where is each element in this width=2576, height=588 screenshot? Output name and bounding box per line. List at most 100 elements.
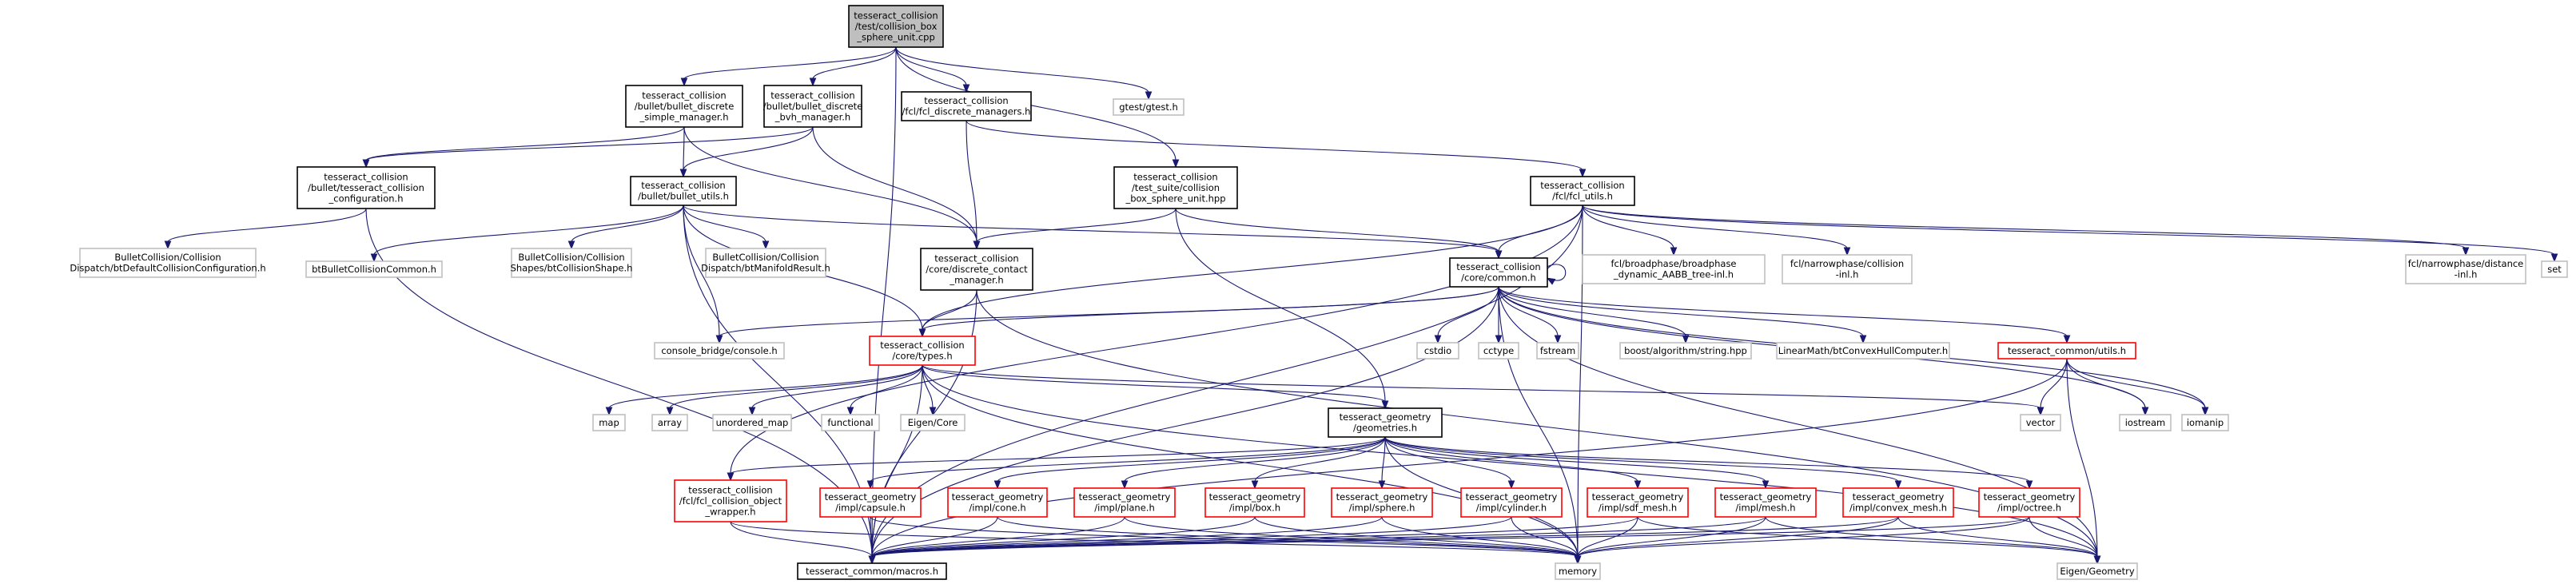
edge-line <box>1577 516 1638 558</box>
node-map[interactable]: map <box>592 414 626 431</box>
node-tesseract-geometry-impl-mesh-h[interactable]: tesseract_geometry/impl/mesh.h <box>1714 487 1817 518</box>
node-console-bridge-console-h[interactable]: console_bridge/console.h <box>654 342 785 360</box>
node-label-line: tesseract_collision <box>880 340 964 351</box>
edge-line <box>1384 436 1766 483</box>
edge-arrowhead <box>1546 277 1556 285</box>
node-gtest-gtest-h[interactable]: gtest/gtest.h <box>1113 98 1184 116</box>
edge-line <box>719 286 1499 337</box>
node-functional[interactable]: functional <box>821 414 880 431</box>
edge-arrowhead <box>1495 335 1503 344</box>
edge-arrowhead <box>2141 407 2149 416</box>
node-cstdio[interactable]: cstdio <box>1416 342 1459 360</box>
edge-arrowhead <box>1634 480 1642 490</box>
edge-arrowhead <box>715 335 723 344</box>
node-tesseract-collision-bullet-bullet-discrete-bvh-manager-h[interactable]: tesseract_collision/bullet/bullet_discre… <box>763 85 863 128</box>
node-tesseract-geometry-impl-sphere-h[interactable]: tesseract_geometry/impl/sphere.h <box>1331 487 1433 518</box>
node-tesseract-common-macros-h[interactable]: tesseract_common/macros.h <box>797 562 947 580</box>
node-fstream[interactable]: fstream <box>1536 342 1579 360</box>
edge-line <box>871 516 1256 558</box>
node-bulletcollision-collisiondispatch-btmanifoldresult-h[interactable]: BulletCollision/CollisionDispatch/btMani… <box>701 248 830 278</box>
node-tesseract-collision-core-types-h[interactable]: tesseract_collision/core/types.h <box>869 336 976 366</box>
node-fcl-broadphase-broadphase-dynamic-aabb-tree-inl-h[interactable]: fcl/broadphase/broadphase_dynamic_AABB_t… <box>1582 254 1766 284</box>
node-label-line: /fcl/fcl_utils.h <box>1552 191 1613 202</box>
edge-line <box>683 126 814 171</box>
node-unordered-map[interactable]: unordered_map <box>712 414 792 431</box>
node-tesseract-geometry-impl-cylinder-h[interactable]: tesseract_geometry/impl/cylinder.h <box>1460 487 1563 518</box>
node-tesseract-collision-fcl-fcl-collision-object-wrapper-h[interactable]: tesseract_collision/fcl/fcl_collision_ob… <box>674 479 787 522</box>
node-vector[interactable]: vector <box>2020 414 2061 431</box>
edge-line <box>365 126 685 161</box>
node-boost-algorithm-string-hpp[interactable]: boost/algorithm/string.hpp <box>1619 342 1752 360</box>
node-tesseract-geometry-impl-sdf-mesh-h[interactable]: tesseract_geometry/impl/sdf_mesh.h <box>1587 487 1689 518</box>
edge-line <box>812 126 977 243</box>
node-tesseract-geometry-impl-plane-h[interactable]: tesseract_geometry/impl/plane.h <box>1073 487 1176 518</box>
node-box <box>1555 562 1601 580</box>
node-label-line: /test/collision_box <box>855 21 938 32</box>
edge-arrowhead <box>605 407 613 416</box>
edge-arrowhead <box>164 240 172 250</box>
node-label-line: /bullet/tesseract_collision <box>308 182 424 193</box>
node-btbulletcollisioncommon-h[interactable]: btBulletCollisionCommon.h <box>305 260 443 278</box>
node-tesseract-geometry-impl-convex-mesh-h[interactable]: tesseract_geometry/impl/convex_mesh.h <box>1842 487 1954 518</box>
node-tesseract-collision-fcl-fcl-discrete-managers-h[interactable]: tesseract_collision/fcl/fcl_discrete_man… <box>901 91 1032 121</box>
edge-line <box>1498 286 1559 337</box>
node-tesseract-geometry-impl-cone-h[interactable]: tesseract_geometry/impl/cone.h <box>947 487 1048 518</box>
edge-arrowhead <box>1682 335 1690 344</box>
node-eigen-core[interactable]: Eigen/Core <box>900 414 966 431</box>
node-box <box>2541 260 2568 278</box>
node-iostream[interactable]: iostream <box>2119 414 2172 431</box>
node-label-line: btBulletCollisionCommon.h <box>312 264 436 275</box>
node-label-line: vector <box>2026 417 2056 428</box>
node-memory[interactable]: memory <box>1555 562 1601 580</box>
node-eigen-geometry[interactable]: Eigen/Geometry <box>2056 562 2138 580</box>
edge-line <box>2066 358 2146 409</box>
node-label-line: tesseract_geometry <box>825 491 917 503</box>
node-bulletcollision-collisionshapes-btcollisionshape-h[interactable]: BulletCollision/CollisionShapes/btCollis… <box>511 248 633 278</box>
edge-line <box>966 120 1583 171</box>
edge-arrowhead <box>762 240 770 250</box>
edge-arrowhead <box>962 84 970 93</box>
node-tesseract-collision-bullet-bullet-utils-h[interactable]: tesseract_collision/bullet/bullet_utils.… <box>630 176 737 206</box>
node-label-line: fcl/narrowphase/distance <box>2408 258 2524 269</box>
node-linearmath-btconvexhullcomputer-h[interactable]: LinearMath/btConvexHullComputer.h <box>1776 342 1950 360</box>
node-tesseract-collision-bullet-bullet-discrete-simple-manager-h[interactable]: tesseract_collision/bullet/bullet_discre… <box>625 85 743 128</box>
node-array[interactable]: array <box>651 414 688 431</box>
node-tesseract-geometry-impl-capsule-h[interactable]: tesseract_geometry/impl/capsule.h <box>819 487 922 518</box>
node-box <box>2405 254 2526 284</box>
node-set[interactable]: set <box>2541 260 2568 278</box>
node-fcl-narrowphase-collision-inl-h[interactable]: fcl/narrowphase/collision-inl.h <box>1782 254 1913 284</box>
node-tesseract-geometry-impl-octree-h[interactable]: tesseract_geometry/impl/octree.h <box>1978 487 2080 518</box>
edge-cutils-to-vector <box>2037 358 2068 416</box>
node-iomanip[interactable]: iomanip <box>2181 414 2229 431</box>
node-fcl-narrowphase-distance-inl-h[interactable]: fcl/narrowphase/distance-inl.h <box>2405 254 2526 284</box>
edge-line <box>922 286 1499 331</box>
node-label-line: tesseract_geometry <box>1340 411 1431 423</box>
edge-root-to-tsh <box>895 46 1180 169</box>
node-tesseract-collision-fcl-fcl-utils-h[interactable]: tesseract_collision/fcl/fcl_utils.h <box>1530 176 1635 206</box>
node-tesseract-collision-core-discrete-contact-manager-h[interactable]: tesseract_collision/core/discrete_contac… <box>920 248 1033 291</box>
edge-arrowhead <box>1670 247 1678 256</box>
node-box <box>920 248 1033 291</box>
node-label-line: iomanip <box>2187 417 2224 428</box>
node-box <box>712 414 792 431</box>
node-tesseract-collision-core-common-h[interactable]: tesseract_collision/core/common.h <box>1449 257 1548 288</box>
edge-line <box>1254 436 1386 483</box>
node-label-line: fcl/broadphase/broadphase <box>1610 258 1736 269</box>
edge-dcm-to-types <box>918 289 977 338</box>
node-label-line: _sphere_unit.cpp <box>856 31 935 42</box>
node-tesseract-collision-bullet-tesseract-collision-configuration-h[interactable]: tesseract_collision/bullet/tesseract_col… <box>297 166 436 209</box>
edge-arrowhead <box>1507 480 1515 490</box>
node-tesseract-geometry-geometries-h[interactable]: tesseract_geometry/geometries.h <box>1328 407 1443 438</box>
edge-line <box>683 46 897 80</box>
node-bulletcollision-collisiondispatch-btdefaultcollisionconfiguration-h[interactable]: BulletCollision/CollisionDispatch/btDefa… <box>70 248 266 278</box>
node-tesseract-geometry-impl-box-h[interactable]: tesseract_geometry/impl/box.h <box>1204 487 1305 518</box>
edge-line <box>1498 286 1686 337</box>
node-tesseract-collision-test-collision-box-sphere-unit-cpp[interactable]: tesseract_collision/test/collision_box_s… <box>848 5 944 48</box>
node-tesseract-collision-test-suite-collision-box-sphere-unit-hpp[interactable]: tesseract_collision/test_suite/collision… <box>1113 166 1238 209</box>
node-box <box>1536 342 1579 360</box>
node-cctype[interactable]: cctype <box>1478 342 1519 360</box>
node-box <box>1714 487 1817 518</box>
node-label-line: /core/discrete_contact <box>926 264 1028 275</box>
edge-line <box>1582 205 1674 249</box>
node-tesseract-common-utils-h[interactable]: tesseract_common/utils.h <box>1997 342 2136 360</box>
